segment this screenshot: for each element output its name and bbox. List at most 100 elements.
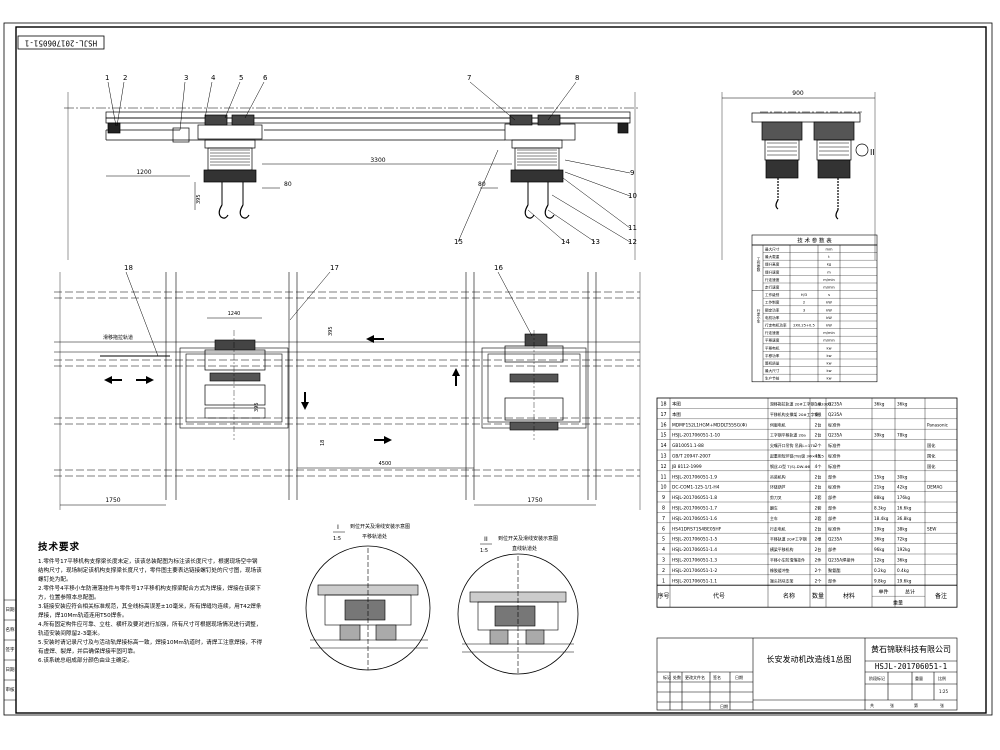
bom-weight-total: 0.4kg xyxy=(897,568,909,573)
bom-name: 起重用短环链(T8)级 3Φ×12.5 xyxy=(770,454,824,459)
bom-code: HSJL-201706051-1.8 xyxy=(672,495,717,501)
bom-header-material: 材料 xyxy=(843,592,855,600)
tb-cell: 更改文件名 xyxy=(685,674,705,680)
bom-qty: 4条 xyxy=(815,453,823,459)
detail-I: I 1:5 到位开关及滑线安装示意图 平移轨道处 xyxy=(305,523,431,671)
balloon-17: 17 xyxy=(330,264,339,272)
bom-weight-total: 36kg xyxy=(897,558,908,563)
tech-requirements: 技术要求 1.零件号17平移机构支撑梁长度未定，该该总装配图为标注该长度尺寸，根… xyxy=(38,543,263,666)
tech-note-line: 6.该系统总组成部分颜色由业主确定。 xyxy=(38,658,133,664)
tech-param-value: 2X0.25+0.5 xyxy=(793,324,814,328)
tech-param-name: 平移功率 xyxy=(765,353,780,358)
bom-qty: 2台 xyxy=(815,421,822,428)
tech-param-value: 3 xyxy=(803,308,805,312)
elevation-balloons: 1 2 3 4 5 6 7 8 9 10 11 12 13 14 15 xyxy=(105,74,637,246)
dim-395: 395 xyxy=(254,402,260,412)
bom-header-weight: 重量 xyxy=(893,600,903,607)
tech-param-unit: kW xyxy=(826,301,832,305)
tech-note-line: 2.零件号4平移小车防滑落挂件与零件号17平移机构支撑梁配合方式为焊接，焊接在该… xyxy=(38,586,261,601)
bom-name: 主车 xyxy=(770,516,778,521)
bom-weight-total: 176kg xyxy=(897,495,910,500)
balloon-6: 6 xyxy=(263,74,268,82)
bom-code: HSJL-201706051-1.4 xyxy=(672,547,717,553)
bom-code: HS41DRS71S4BE05HF xyxy=(672,526,722,532)
bom-name: 环链葫芦 xyxy=(770,485,786,490)
bom-code: GB10051.1-88 xyxy=(672,443,704,449)
bom-note: SEW xyxy=(927,526,936,531)
tech-param-unit: m/min xyxy=(823,286,835,290)
dim-4500: 4500 xyxy=(379,461,392,467)
bom-code: JB 8112-1999 xyxy=(671,464,702,470)
bom-note: DEMAG xyxy=(927,485,943,490)
tb-cell: 签名 xyxy=(713,674,721,680)
tech-group-label: 行走小车 xyxy=(756,308,761,324)
dim-1200: 1200 xyxy=(136,169,151,176)
bom-name: 行走电机 xyxy=(770,526,786,531)
tb-cell: 处数 xyxy=(673,674,681,680)
rail-label: 滑移拖拉轨道 xyxy=(103,334,133,341)
balloon-5: 5 xyxy=(239,74,243,82)
bom-no: 16 xyxy=(660,422,666,428)
bom-code: HSJL-201706051-1-2 xyxy=(672,568,717,574)
tech-param-name: 走行速度 xyxy=(765,285,780,290)
bom-name: 端头挡块支架 xyxy=(770,578,793,583)
detail-II-subtitle: 直线轨道处 xyxy=(512,545,537,552)
detail-I-title: 到位开关及滑线安装示意图 xyxy=(350,523,410,530)
tech-param-unit: m xyxy=(827,270,831,274)
dim-80: 80 xyxy=(284,181,292,188)
balloon-10: 10 xyxy=(628,192,637,200)
bom-qty: 1根 xyxy=(815,401,823,408)
dim-3300: 3300 xyxy=(370,157,385,164)
bom-weight-single: 19kg xyxy=(874,526,885,531)
bom-header-qty: 数量 xyxy=(812,592,824,600)
tech-param-unit: kw xyxy=(826,369,831,373)
tech-param-name: 行走速度 xyxy=(765,330,780,335)
rotated-drawing-number-text: HSJL-201706051-1 xyxy=(25,39,97,48)
sidebar-label: 名称 xyxy=(6,626,15,633)
bom-header-name: 名称 xyxy=(783,592,795,600)
inner-border xyxy=(15,26,987,714)
dim-1750: 1750 xyxy=(105,497,120,504)
bom-weight-total: 72kg xyxy=(897,537,908,542)
detail-I-scale: 1:5 xyxy=(333,536,341,542)
tech-param-name: 平移速度 xyxy=(765,338,780,343)
detail-II-title: 到位开关及滑线安装示意图 xyxy=(498,535,558,542)
tech-param-name: 工作制度 xyxy=(765,300,780,305)
bom-name: 吊装机构 xyxy=(770,474,786,479)
tb-cell: 张 xyxy=(940,702,944,708)
dim-18: 18 xyxy=(320,440,326,446)
arrow-right-icon xyxy=(374,436,392,444)
bom-weight-single: 8.3kg xyxy=(874,506,886,511)
bom-material: 标准件 xyxy=(828,525,841,532)
bom-code: MDMF152L1HGM+MDDLT55SG(Φ) xyxy=(672,422,747,428)
bom-no: 8 xyxy=(662,506,665,512)
tech-param-name: 生产节拍 xyxy=(765,376,780,381)
bom-weight-single: 18.4kg xyxy=(874,516,889,521)
bom-code: 本图 xyxy=(672,401,681,408)
plan-labels: 18 17 16 滑移拖拉轨道 1240 1750 1750 4500 395 … xyxy=(103,264,543,504)
tech-param-name: 平移电机 xyxy=(765,345,780,350)
bom-name: 剪刀叉 xyxy=(770,495,782,500)
tb-cell: 阶段标记 xyxy=(869,675,885,681)
bom-no: 1 xyxy=(662,578,665,584)
bom-weight-total: 36.8kg xyxy=(897,516,912,521)
bom-material: 部件 xyxy=(828,515,836,522)
balloon-9: 9 xyxy=(630,169,634,177)
bom-no: 5 xyxy=(662,537,665,543)
bom-no: 18 xyxy=(660,402,666,408)
drawing-title: 长安发动机改造线1总图 xyxy=(766,654,851,664)
tb-cell: 日期 xyxy=(720,703,728,709)
drawing-number: HSJL-201706051-1 xyxy=(875,662,947,671)
balloon-7: 7 xyxy=(467,74,471,82)
dim-395: 395 xyxy=(196,194,202,204)
bom-material: 标准件 xyxy=(828,442,841,449)
bom-qty: 2个 xyxy=(815,578,823,583)
bom-name: 平移轨道 20#工字钢 xyxy=(770,537,807,542)
balloon-8: 8 xyxy=(575,74,579,82)
bom-material: 标准件 xyxy=(828,453,841,460)
tech-param-name: 最大载重 xyxy=(765,254,780,259)
bom-weight-total: 36kg xyxy=(897,402,908,407)
bom-material: Q235A xyxy=(828,402,842,407)
bom-qty: 2个 xyxy=(815,443,823,448)
bom-code: DC-COM1-125-1/1-H4 xyxy=(672,485,720,491)
